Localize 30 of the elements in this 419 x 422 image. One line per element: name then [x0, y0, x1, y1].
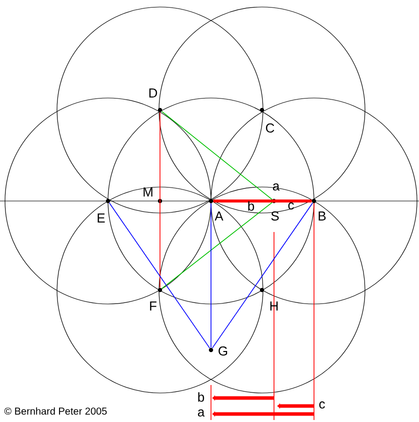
point: G	[208, 346, 228, 356]
node-label: E	[98, 214, 105, 222]
point: S	[271, 198, 279, 221]
line-segment	[213, 200, 312, 202]
point: M	[144, 188, 162, 204]
node-label: S	[271, 211, 279, 221]
point: D	[149, 88, 162, 112]
line-segment	[212, 202, 314, 348]
point: C	[260, 108, 274, 133]
bar-label: b	[198, 392, 204, 402]
bar-label: a	[198, 409, 205, 417]
point: E	[98, 198, 110, 222]
bar-label: c	[319, 401, 325, 409]
segment-label: c	[288, 202, 294, 210]
node-label: C	[266, 123, 274, 133]
line-segment	[161, 202, 273, 289]
node-label: F	[150, 302, 156, 310]
node-label: D	[149, 88, 158, 98]
node-label: A	[214, 212, 224, 220]
node-label: B	[318, 212, 326, 220]
point: B	[312, 198, 326, 220]
point: F	[150, 288, 162, 310]
line-segment	[161, 111, 273, 200]
node-label: M	[144, 188, 152, 196]
line-segment	[210, 202, 212, 348]
node-label: G	[218, 346, 228, 356]
point: A	[208, 198, 224, 220]
line-segment	[108, 202, 210, 348]
copyright-text: © Bernhard Peter 2005	[4, 407, 107, 415]
segment-label: b	[248, 201, 254, 211]
